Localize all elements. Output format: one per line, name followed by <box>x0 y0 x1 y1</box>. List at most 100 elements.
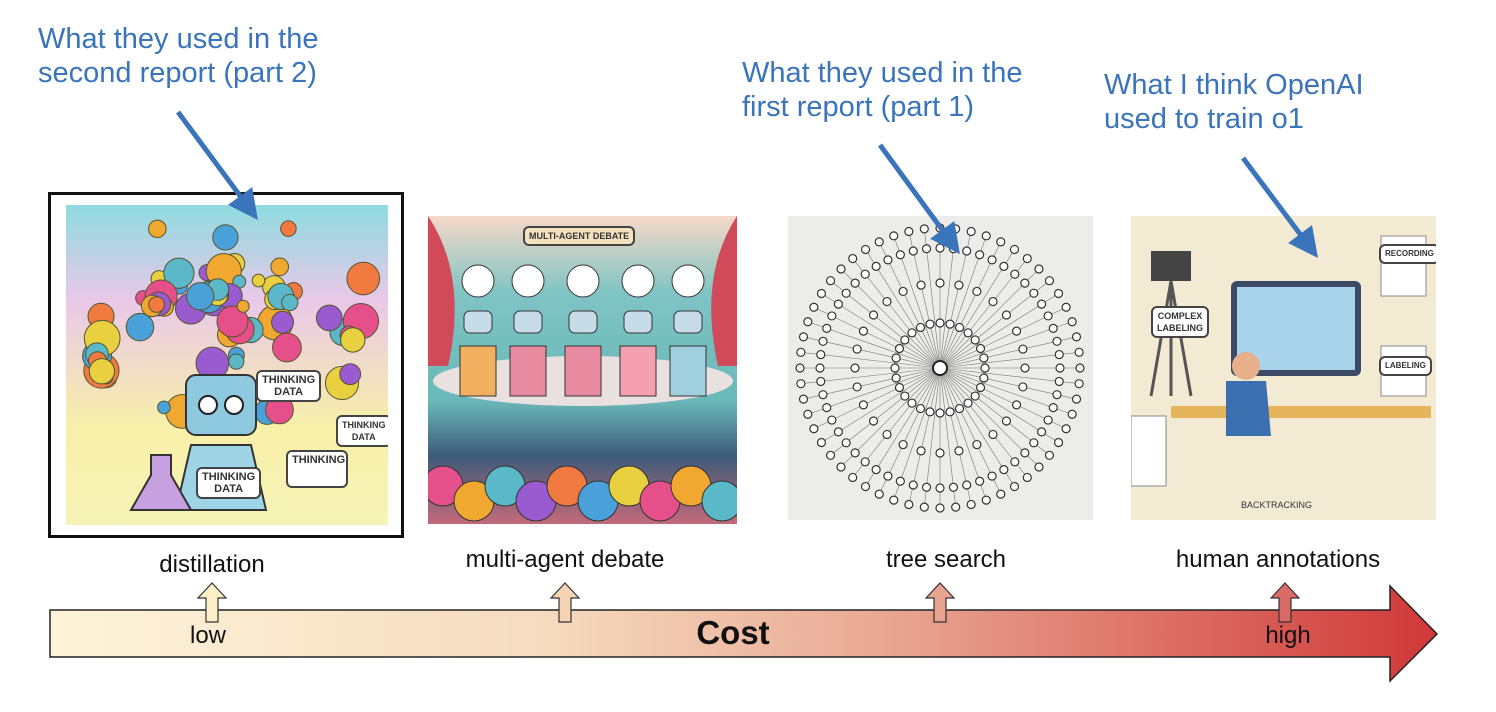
gear-icon <box>88 358 116 385</box>
multi-agent-debate-illustration: MULTI-AGENT DEBATE <box>428 216 737 524</box>
tree-node <box>895 476 905 486</box>
tree-node <box>860 269 870 279</box>
annotation-line: first report (part 1) <box>742 91 975 123</box>
tree-node <box>999 465 1009 475</box>
tree-node <box>921 244 932 254</box>
tree-node <box>858 400 869 410</box>
cost-high-label: high <box>1265 622 1311 649</box>
tree-node <box>850 278 860 288</box>
tree-node <box>1052 390 1062 400</box>
tree-node <box>1053 288 1064 299</box>
tree-node <box>1010 269 1020 279</box>
tree-node <box>1044 450 1055 460</box>
tree-node <box>822 403 832 413</box>
tree-node <box>898 286 908 297</box>
robot-icon <box>673 310 703 334</box>
tree-node <box>987 255 997 265</box>
tree-node <box>1048 323 1058 333</box>
tree-node <box>868 416 879 426</box>
tree-node <box>796 379 806 389</box>
tree-node <box>954 322 965 333</box>
tree-node <box>796 347 806 357</box>
radial-tree <box>795 223 1085 513</box>
tree-node <box>1044 276 1055 286</box>
tree-node <box>954 280 964 290</box>
tree-node <box>822 323 832 333</box>
tree-node <box>945 319 955 329</box>
annotation-line: What they used in the <box>38 23 319 55</box>
tree-node <box>951 224 961 234</box>
speech-bubble <box>511 264 545 298</box>
marker-arrow-debate <box>549 582 581 623</box>
tree-node <box>975 382 986 393</box>
thinking-board: THINKING <box>286 450 348 488</box>
tree-node <box>891 353 901 363</box>
tree-node <box>963 398 973 408</box>
tree-node <box>981 231 991 241</box>
gear-icon <box>148 296 165 313</box>
tree-node <box>841 288 851 298</box>
tree-node <box>945 407 955 417</box>
annotation-first-report: What they used in the first report (part… <box>742 56 1023 124</box>
tree-node <box>1043 311 1053 321</box>
robot-icon <box>568 310 598 334</box>
tree-node <box>818 390 828 400</box>
robot-icon <box>513 310 543 334</box>
tree-node <box>894 343 905 354</box>
tree-node <box>915 403 926 414</box>
labeling-sign: LABELING <box>1379 356 1432 376</box>
tree-node <box>948 482 959 492</box>
tree-node <box>904 499 914 510</box>
tree-node <box>1075 363 1085 373</box>
tree-node <box>882 296 892 307</box>
tree-node <box>1048 403 1058 413</box>
tree-node <box>1022 253 1032 264</box>
tree-node <box>848 253 858 264</box>
podium <box>459 345 497 397</box>
tree-node <box>996 489 1006 499</box>
podium <box>564 345 602 397</box>
tree-node <box>858 326 869 336</box>
tree-node <box>935 448 945 458</box>
gear-icon <box>251 273 266 288</box>
podium <box>619 345 657 397</box>
tree-node <box>1020 278 1030 288</box>
tree-node <box>1067 409 1077 419</box>
tree-node <box>988 296 998 307</box>
tree-node <box>836 462 846 472</box>
tree-node <box>963 328 973 338</box>
tree-node <box>868 310 879 320</box>
tree-node <box>975 250 985 260</box>
tree-node <box>907 398 917 408</box>
tree-node <box>996 237 1006 247</box>
tree-node <box>1074 347 1084 357</box>
tree-node <box>1061 424 1071 434</box>
tree-node <box>987 471 997 481</box>
tree-node <box>935 223 945 233</box>
tree-node <box>916 446 926 456</box>
tree-node <box>1034 462 1044 472</box>
robot-icon <box>623 310 653 334</box>
debate-banner: MULTI-AGENT DEBATE <box>523 226 636 246</box>
tree-node <box>1053 437 1064 448</box>
tree-node <box>948 244 959 254</box>
tree-node <box>860 457 870 467</box>
tree-node <box>852 344 862 354</box>
tree-node <box>1010 457 1020 467</box>
tree-node <box>874 489 884 499</box>
tree-node <box>895 250 905 260</box>
tree-node <box>833 299 843 309</box>
tree-node <box>852 382 862 392</box>
tree-node <box>1029 438 1039 448</box>
tree-node <box>825 276 836 286</box>
label-human-annotations: human annotations <box>1175 546 1381 573</box>
tree-node <box>904 226 914 237</box>
gear-icon <box>228 353 245 370</box>
speech-bubble <box>461 264 495 298</box>
gear-icon <box>272 332 302 363</box>
marker-arrow-distillation <box>196 582 228 623</box>
tree-node <box>898 439 908 450</box>
